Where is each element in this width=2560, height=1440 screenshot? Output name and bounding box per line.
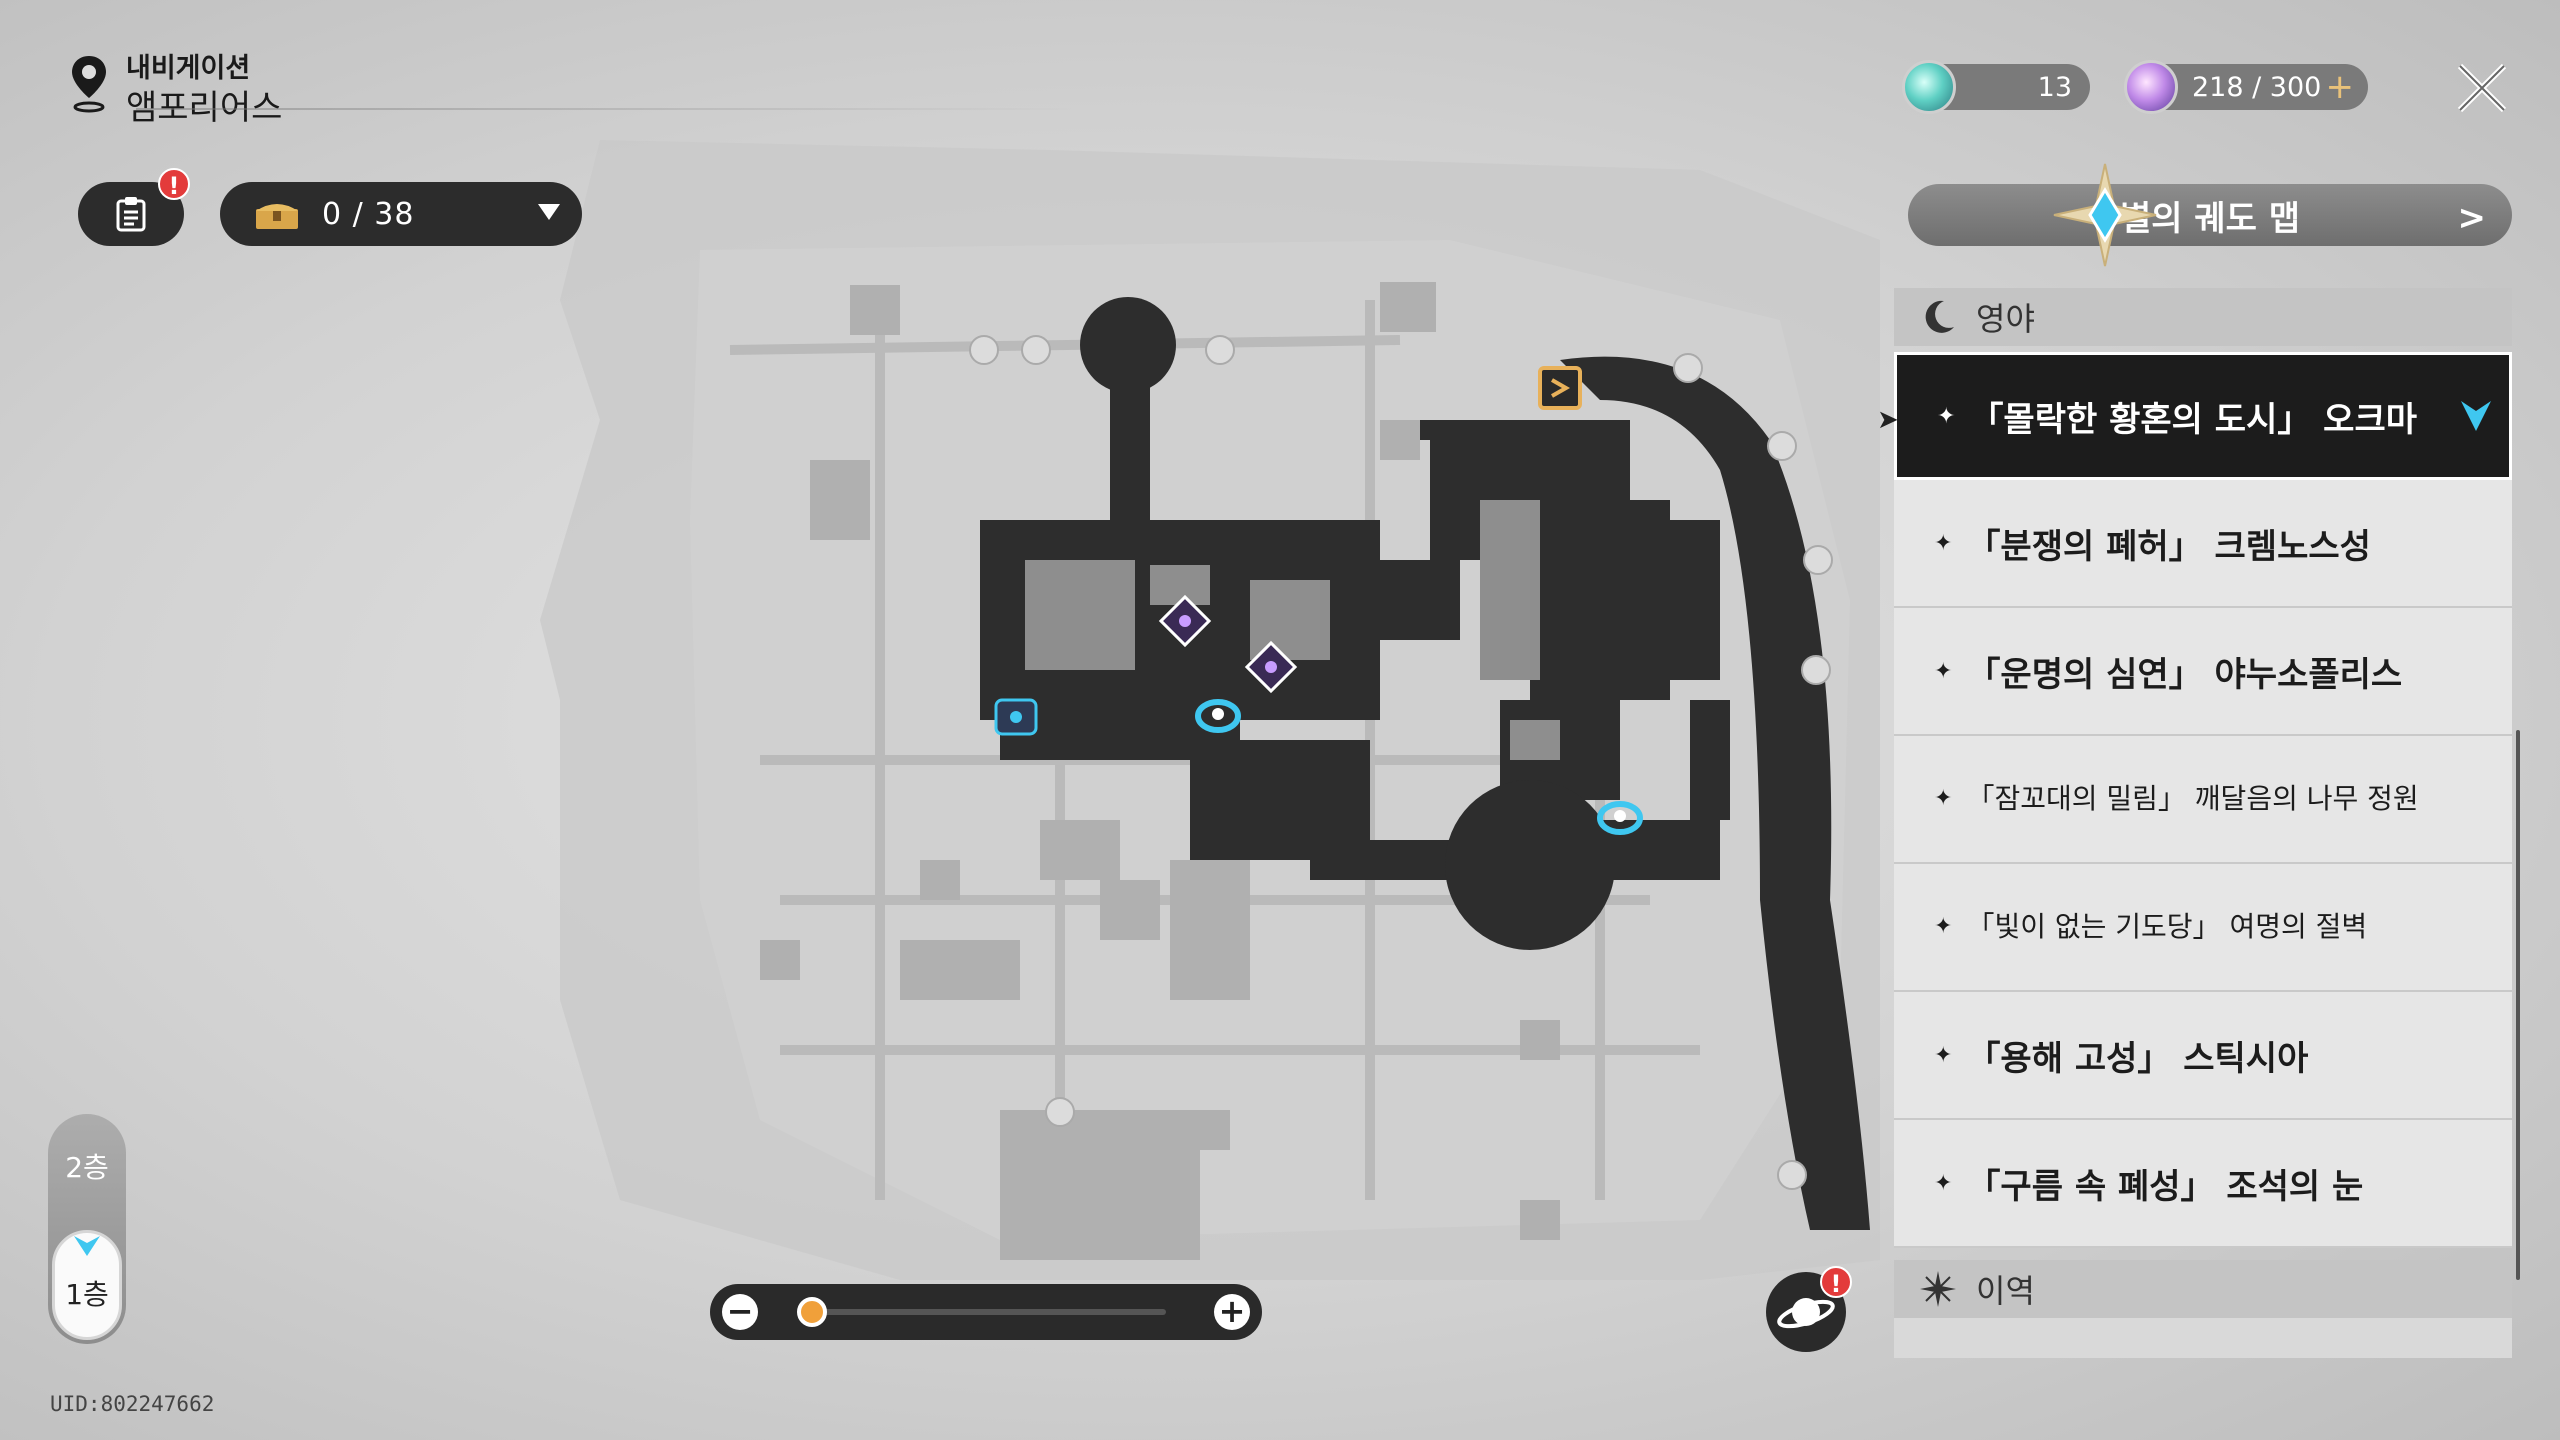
trailblaze-power-icon	[2124, 60, 2178, 114]
fuel-currency-value: 13	[2037, 71, 2072, 103]
panel-scrollbar[interactable]	[2516, 730, 2520, 1280]
region-item-janusopolis[interactable]: ✦ 「운명의 심연」 야누소폴리스	[1894, 608, 2512, 736]
planet-map-button[interactable]: !	[1766, 1266, 1852, 1352]
treasure-chest-icon	[256, 204, 298, 229]
mission-button[interactable]: !	[78, 168, 190, 246]
chevron-down-icon	[538, 204, 560, 220]
map-nodes	[969, 335, 1833, 1190]
floor-1-button[interactable]: 1층	[52, 1230, 122, 1340]
planet-alert-badge: !	[1820, 1266, 1852, 1298]
fuel-crystal-icon	[1902, 60, 1956, 114]
star-bullet-icon: ✦	[1934, 1042, 1953, 1068]
region-label: 「분쟁의 폐허」 크렘노스성	[1966, 526, 2371, 567]
floor-2-button[interactable]: 2층	[65, 1151, 109, 1184]
panel-bottom	[1894, 1318, 2512, 1358]
region-label: 「몰락한 황혼의 도시」 오크마	[1969, 399, 2418, 440]
star-bullet-icon: ✦	[1934, 658, 1953, 684]
region-label: 「운명의 심연」 야누소폴리스	[1966, 654, 2403, 695]
location-pin-icon	[72, 56, 106, 113]
location-marker-icon	[2461, 401, 2491, 431]
selected-arrow-icon: ➤	[1877, 405, 1899, 435]
mission-alert-badge: !	[158, 168, 190, 200]
region-label: 「빛이 없는 기도당」 여명의 절벽	[1966, 910, 2368, 943]
zoom-out-button[interactable]: −	[722, 1294, 758, 1330]
user-id: UID:802247662	[50, 1392, 215, 1416]
stage-node-icon	[994, 698, 1038, 736]
fuel-currency[interactable]: 13	[1902, 60, 2090, 114]
region-item-grove[interactable]: ✦ 「잠꼬대의 밀림」 깨달음의 나무 정원	[1894, 736, 2512, 864]
map-interiors	[1025, 500, 1560, 760]
clipboard-icon	[116, 197, 146, 232]
region-item-kremnos[interactable]: ✦ 「분쟁의 폐허」 크렘노스성	[1894, 480, 2512, 608]
sparkle-icon	[1920, 1271, 1956, 1307]
section-header-night: 영야	[1894, 288, 2512, 346]
close-icon[interactable]	[2452, 58, 2512, 118]
region-item-styxia[interactable]: ✦ 「용해 고성」 스틱시아	[1894, 992, 2512, 1120]
chest-count: 0 / 38	[322, 196, 415, 232]
star-bullet-icon: ✦	[1937, 403, 1956, 429]
star-bullet-icon: ✦	[1934, 530, 1953, 556]
add-power-button[interactable]: +	[2325, 67, 2355, 107]
header-divider	[136, 108, 1076, 110]
region-item-tidal-eye[interactable]: ✦ 「구름 속 폐성」 조석의 눈	[1894, 1120, 2512, 1248]
region-item-okhema[interactable]: ➤ ✦ 「몰락한 황혼의 도시」 오크마	[1877, 352, 2512, 480]
navigation-header: 내비게이션 앰포리어스	[66, 52, 282, 130]
region-label: 「용해 고성」 스틱시아	[1966, 1038, 2309, 1079]
trailblaze-power[interactable]: 218 / 300 +	[2124, 60, 2368, 114]
zoom-in-button[interactable]: +	[1214, 1294, 1250, 1330]
trailblaze-power-value: 218 / 300	[2192, 71, 2322, 103]
exit-door-icon	[1538, 366, 1582, 410]
planet-icon	[1777, 1298, 1835, 1329]
treasure-chest-filter[interactable]: 0 / 38	[220, 182, 582, 246]
chevron-right-icon: >	[2457, 198, 2487, 238]
nav-label: 내비게이션	[126, 53, 251, 84]
star-bullet-icon: ✦	[1934, 1170, 1953, 1196]
star-rail-map-button[interactable]: 별의 궤도 맵 >	[1908, 184, 2512, 246]
teleport-waypoint-icon	[1195, 699, 1241, 733]
zoom-control: − +	[710, 1284, 1262, 1340]
region-item-cliff[interactable]: ✦ 「빛이 없는 기도당」 여명의 절벽	[1894, 864, 2512, 992]
zoom-track[interactable]	[804, 1309, 1166, 1315]
challenge-node-icon	[1244, 640, 1298, 694]
section-label-night: 영야	[1976, 300, 2035, 338]
current-floor-marker-icon	[74, 1236, 100, 1256]
star-bullet-icon: ✦	[1934, 786, 1953, 811]
challenge-node-icon	[1158, 594, 1212, 648]
region-label: 「잠꼬대의 밀림」 깨달음의 나무 정원	[1966, 782, 2419, 815]
moon-icon	[1925, 300, 1954, 333]
map-buildings	[760, 282, 1560, 1260]
teleport-waypoint-icon	[1597, 801, 1643, 835]
region-list: ➤ ✦ 「몰락한 황혼의 도시」 오크마 ✦ 「분쟁의 폐허」 크렘노스성 ✦ …	[1877, 352, 2512, 1248]
panel-title: 별의 궤도 맵	[2119, 198, 2301, 239]
star-emblem-icon	[2053, 163, 2157, 267]
star-bullet-icon: ✦	[1934, 914, 1953, 939]
region-label: 「구름 속 폐성」 조석의 눈	[1966, 1166, 2364, 1207]
section-label-foreign: 이역	[1976, 1272, 2035, 1310]
zoom-slider-handle[interactable]	[797, 1297, 827, 1327]
section-header-foreign: 이역	[1894, 1260, 2512, 1318]
